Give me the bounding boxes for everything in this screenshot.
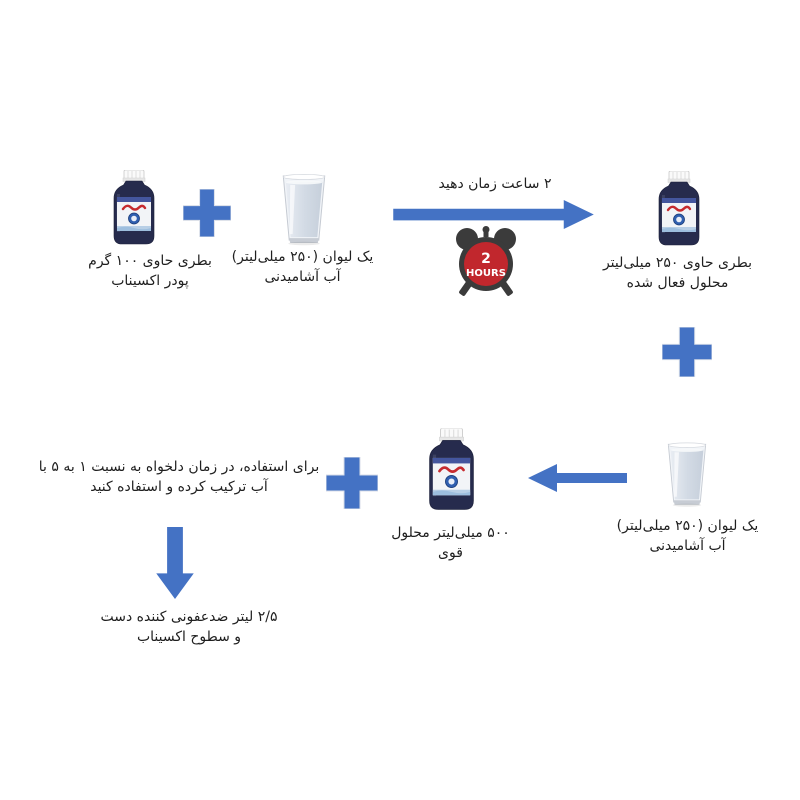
plus-icon: [326, 457, 378, 509]
arrow-left-icon: [527, 463, 627, 493]
water-glass-caption-line1: یک لیوان (۲۵۰ میلی‌لیتر): [616, 518, 759, 534]
water-glass-icon: [663, 438, 711, 511]
strong-bottle-caption-line1: ۵۰۰ میلی‌لیتر محلول: [391, 525, 510, 541]
powder-bottle-caption: بطری حاوی ۱۰۰ گرم پودر اکسیناب: [55, 251, 245, 291]
activated-bottle-caption: بطری حاوی ۲۵۰ میلی‌لیتر محلول فعال شده: [595, 253, 760, 293]
water-glass-caption: یک لیوان (۲۵۰ میلی‌لیتر) آب آشامیدنی: [610, 516, 765, 556]
arrow-down-icon: [155, 527, 195, 600]
strong-bottle-caption: ۵۰۰ میلی‌لیتر محلول قوی: [373, 523, 528, 563]
usage-note-line1: برای استفاده، در زمان دلخواه به نسبت ۱ ب…: [38, 459, 320, 475]
alarm-clock-icon: 2 HOURS: [453, 226, 519, 298]
clock-badge-line2: HOURS: [466, 268, 506, 279]
powder-bottle-caption-line2: پودر اکسیناب: [111, 273, 189, 289]
wait-arrow-label: ۲ ساعت زمان دهید: [438, 176, 552, 192]
result-note: ۲/۵ لیتر ضدعفونی کننده دست و سطوح اکسینا…: [63, 607, 315, 647]
water-glass-caption-line2: آب آشامیدنی: [264, 269, 341, 285]
plus-icon: [183, 189, 231, 237]
strong-bottle-icon: [423, 428, 480, 512]
water-glass-caption-line1: یک لیوان (۲۵۰ میلی‌لیتر): [231, 249, 374, 265]
result-note-line2: و سطوح اکسیناب: [136, 629, 242, 645]
plus-icon: [662, 327, 712, 377]
water-glass-icon: [277, 173, 331, 246]
activated-bottle-caption-line2: محلول فعال شده: [626, 275, 729, 291]
activated-bottle-icon: [653, 171, 705, 247]
activated-bottle-caption-line1: بطری حاوی ۲۵۰ میلی‌لیتر: [602, 255, 753, 271]
clock-badge-line1: 2: [481, 251, 491, 267]
result-note-line1: ۲/۵ لیتر ضدعفونی کننده دست: [100, 609, 278, 625]
usage-note: برای استفاده، در زمان دلخواه به نسبت ۱ ب…: [33, 457, 325, 497]
arrow-right-icon: [390, 199, 598, 230]
water-glass-caption: یک لیوان (۲۵۰ میلی‌لیتر) آب آشامیدنی: [225, 247, 380, 287]
powder-bottle-caption-line1: بطری حاوی ۱۰۰ گرم: [88, 253, 212, 269]
strong-bottle-caption-line2: قوی: [438, 545, 463, 561]
powder-bottle-icon: [108, 170, 160, 246]
water-glass-caption-line2: آب آشامیدنی: [649, 538, 726, 554]
usage-note-line2: آب ترکیب کرده و استفاده کنید: [90, 479, 268, 495]
